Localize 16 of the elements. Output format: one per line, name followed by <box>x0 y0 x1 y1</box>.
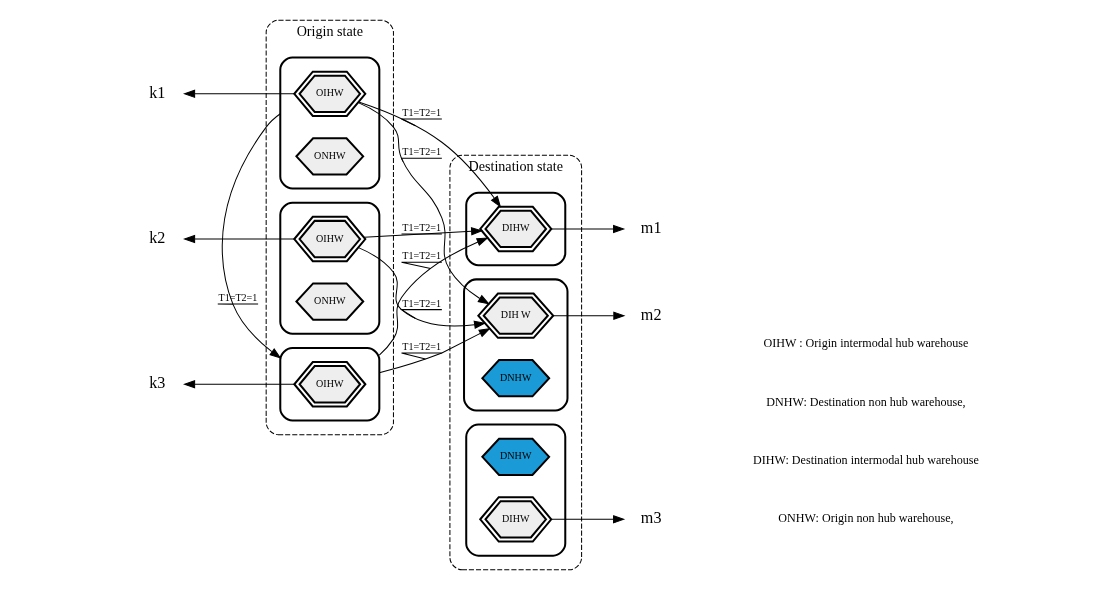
edge-label: T1=T2=1 <box>402 146 442 158</box>
node-text: m1 <box>640 218 662 236</box>
edge-label: T1=T2=1 <box>402 250 442 262</box>
label: DNHW: Destination non hub warehouse, <box>766 394 966 409</box>
label: DIHW: Destination intermodal hub warehouse <box>753 453 979 468</box>
node-text: m2 <box>640 305 662 323</box>
node-text: k3 <box>149 374 166 392</box>
node-text: m3 <box>640 509 662 527</box>
edge-label: T1=T2=1 <box>402 221 442 233</box>
node-text: k2 <box>149 228 166 246</box>
edge-label: T1=T2=1 <box>402 340 442 352</box>
label: ONHW: Origin non hub warehouse, <box>778 511 954 526</box>
node-text: k1 <box>149 83 166 101</box>
edge-label: T1=T2=1 <box>402 107 442 119</box>
edge-label: T1=T2=1 <box>402 297 442 309</box>
label: OIHW : Origin intermodal hub warehouse <box>763 336 969 351</box>
